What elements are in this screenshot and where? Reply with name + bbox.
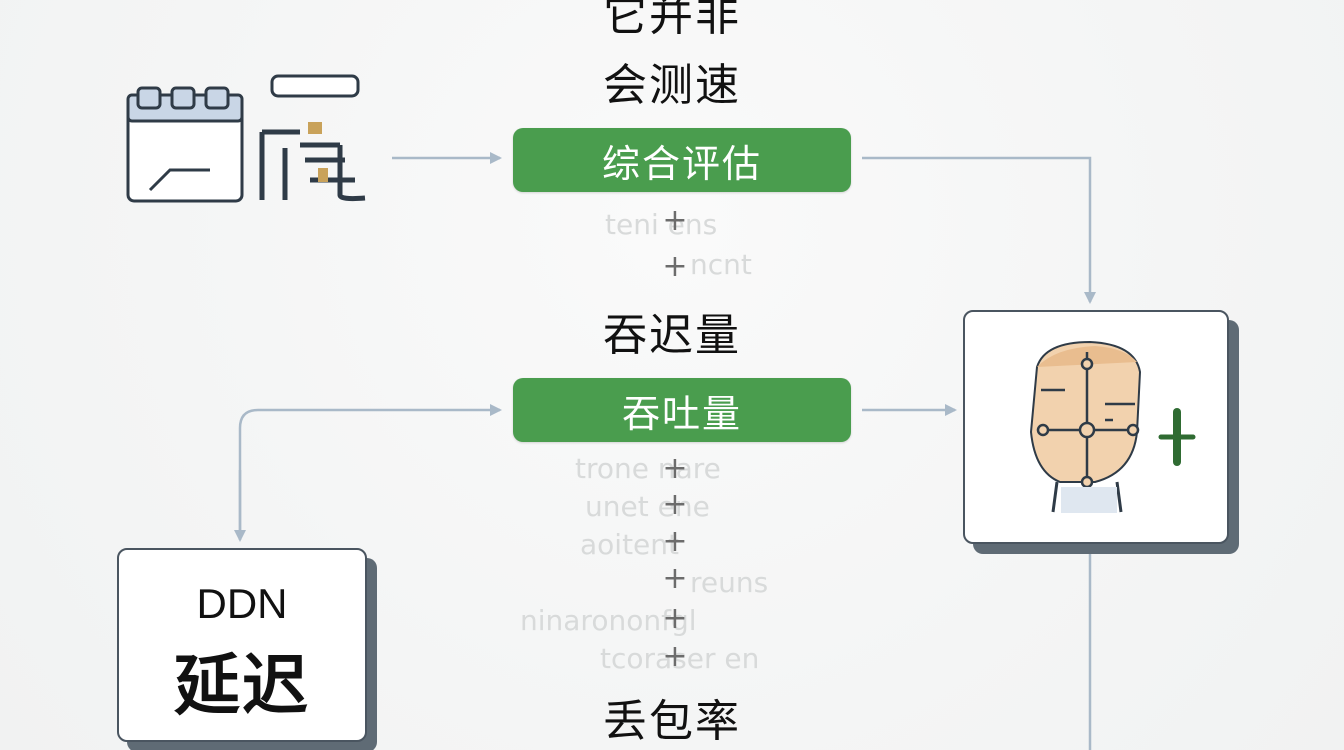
- plus-mark-7: +: [662, 601, 688, 636]
- ddn-title: DDN: [196, 580, 288, 627]
- eval-button[interactable]: 综合评估: [513, 128, 851, 192]
- bottom-label: 丢包率: [603, 696, 741, 747]
- plus-mark-2: +: [662, 249, 688, 284]
- plus-mark-3: +: [662, 451, 688, 486]
- arrow-eval-to-card: [862, 156, 1096, 304]
- ghost-text-4: unet ene: [585, 490, 710, 523]
- top-label-2: 会测速: [603, 60, 741, 111]
- plus-mark-4: +: [662, 487, 688, 522]
- plus-mark-5: +: [662, 524, 688, 559]
- ghost-text-3: trone nare: [575, 452, 721, 485]
- throughput-button[interactable]: 吞吐量: [513, 378, 851, 442]
- arrow-loop-to-throughput: [238, 404, 502, 535]
- ghost-text-8: tcoraser en: [600, 642, 760, 675]
- ghost-text-7: ninarononfgl: [520, 604, 697, 637]
- face-card: [963, 310, 1229, 544]
- plus-mark-8: +: [662, 639, 688, 674]
- ghost-text-2: ncnt: [690, 248, 752, 281]
- ddn-card: DDN 延迟: [117, 548, 367, 742]
- ghost-text-6: reuns: [690, 566, 769, 599]
- ghost-text-5: aoitent: [580, 528, 679, 561]
- green-plus-icon: [1158, 408, 1196, 466]
- plus-mark-6: +: [662, 561, 688, 596]
- ddn-subtitle: 延迟: [174, 647, 310, 724]
- face-crosshair-icon: [1029, 340, 1142, 513]
- ghost-text-1: teni ens: [605, 208, 718, 241]
- plus-mark-1: +: [662, 203, 688, 238]
- middle-label: 吞迟量: [603, 310, 741, 361]
- top-label-1: 它并非: [603, 0, 741, 41]
